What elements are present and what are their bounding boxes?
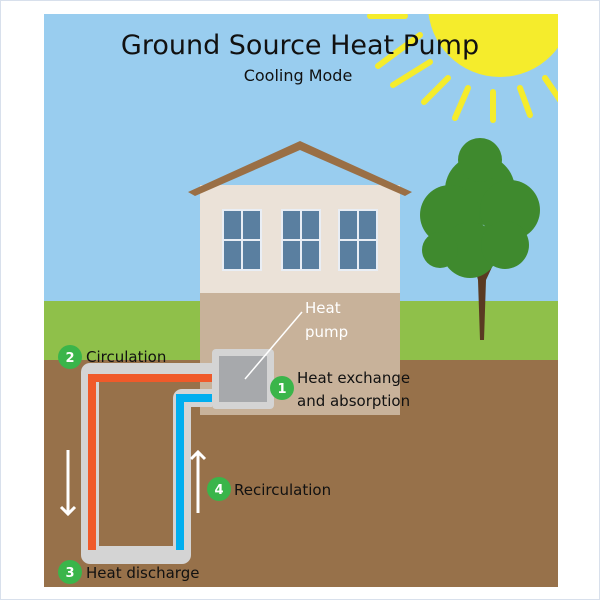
svg-text:3: 3 [65,566,74,581]
svg-text:Circulation: Circulation [86,348,166,366]
heat-pump-label-1: Heat [305,299,341,317]
sun-icon [367,14,558,123]
heat-pump-unit [212,311,303,409]
step-4: 4 Recirculation [207,477,331,501]
svg-text:and absorption: and absorption [297,392,410,410]
title: Ground Source Heat Pump [121,30,479,61]
ground-loop-pipe [81,363,212,564]
window [281,209,321,271]
svg-text:Heat exchange: Heat exchange [297,369,410,387]
window [338,209,378,271]
step-2: 2 Circulation [58,345,166,369]
heat-pump-label-2: pump [305,323,348,341]
step-3: 3 Heat discharge [58,560,199,584]
svg-text:Recirculation: Recirculation [234,481,331,499]
svg-text:1: 1 [277,382,286,397]
step-1: 1 Heat exchange and absorption [270,369,410,410]
svg-text:Heat discharge: Heat discharge [86,564,199,582]
svg-text:2: 2 [65,351,74,366]
window [222,209,262,271]
svg-text:4: 4 [214,483,223,498]
subtitle: Cooling Mode [244,66,353,85]
down-arrow-icon [59,450,77,517]
up-arrow-icon [189,449,207,513]
tree [420,138,540,340]
